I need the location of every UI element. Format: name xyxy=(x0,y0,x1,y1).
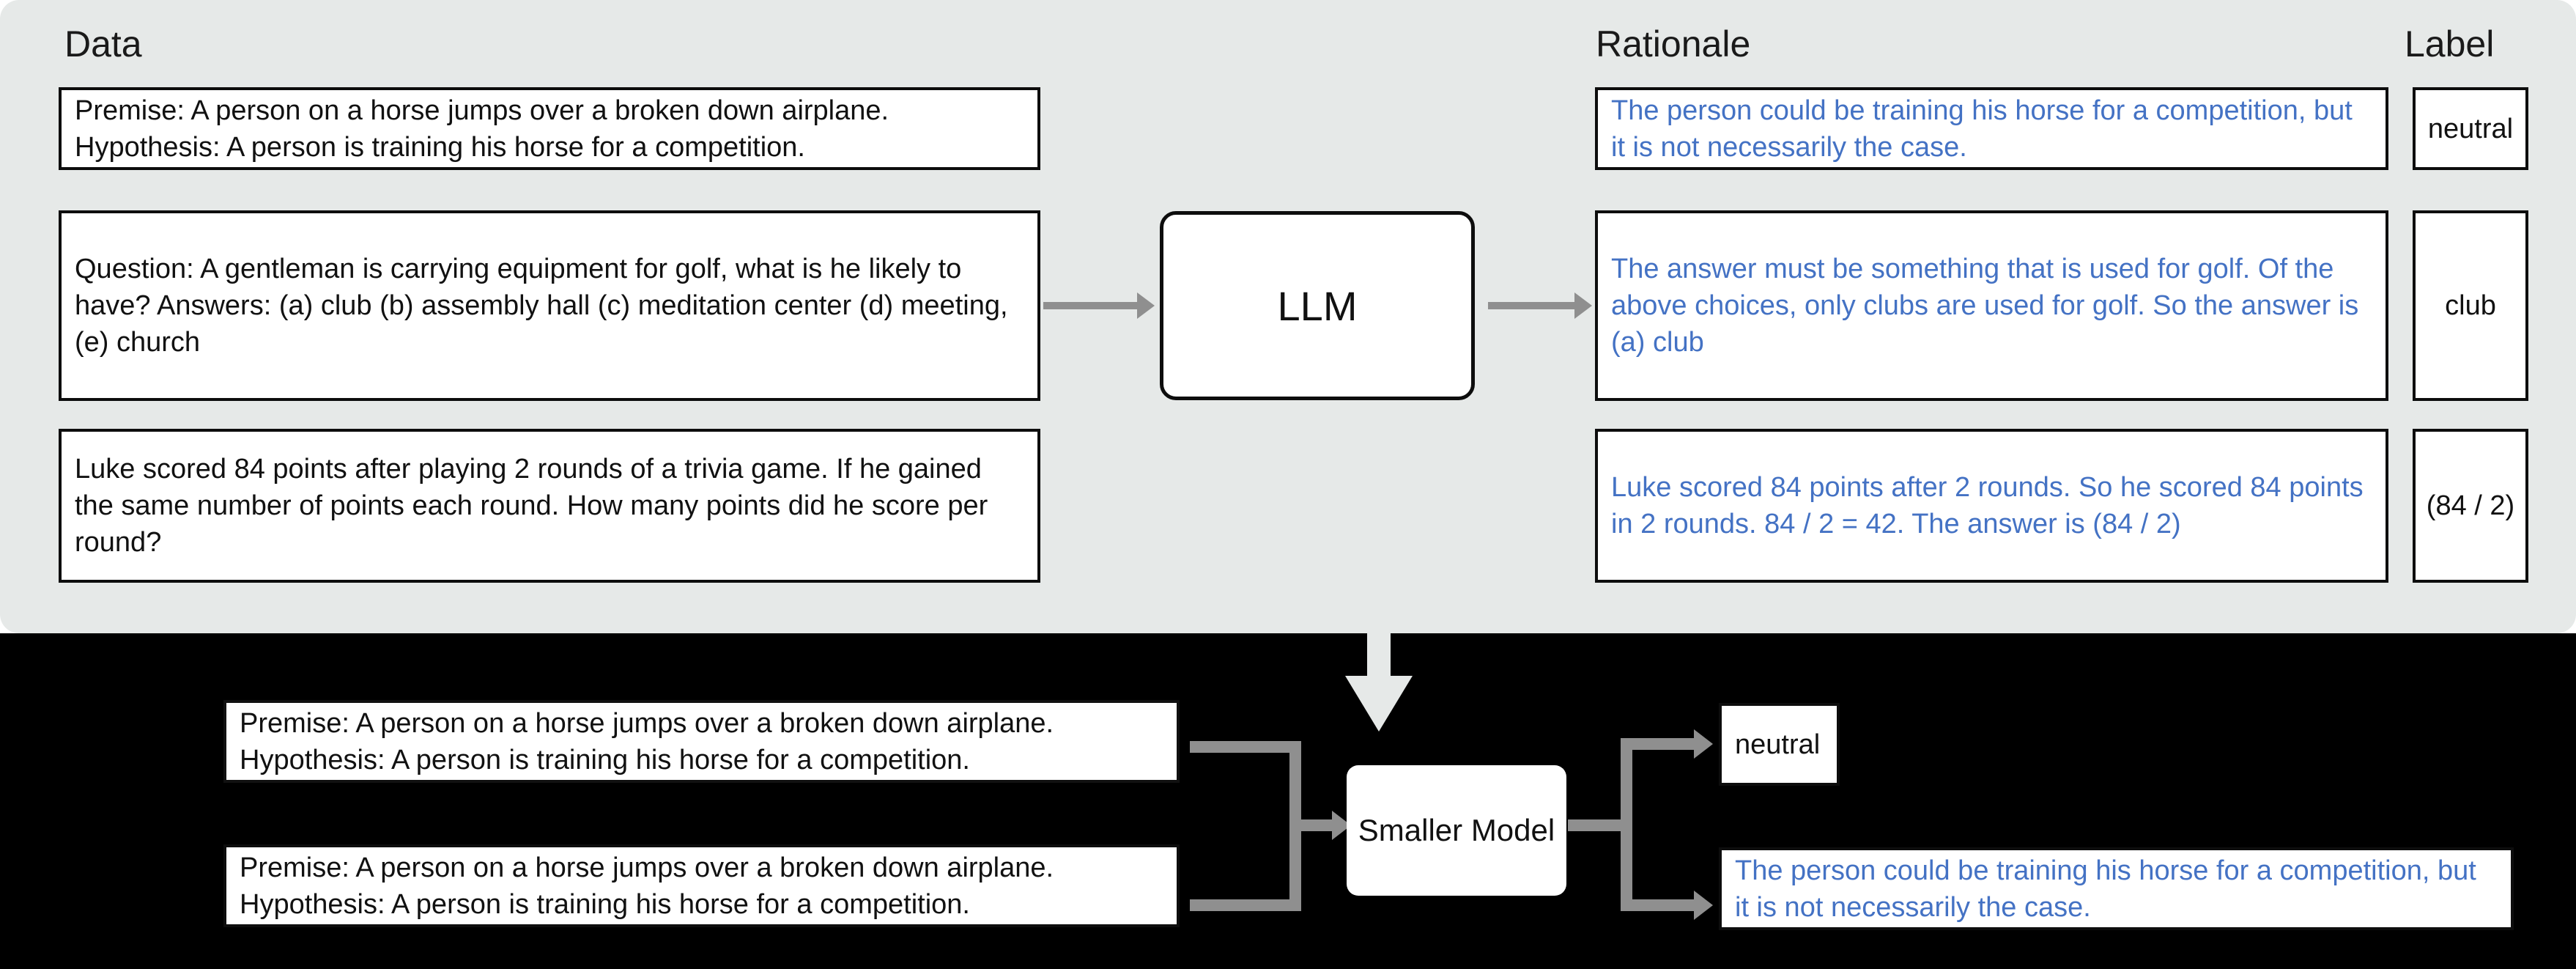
bottom-output-rationale-text: The person could be training his horse f… xyxy=(1735,855,2476,923)
connector-line xyxy=(1190,899,1301,911)
label-text: (84 / 2) xyxy=(2426,490,2515,521)
arrow-down-icon xyxy=(1345,605,1413,732)
llm-node: LLM xyxy=(1160,211,1475,400)
column-heading-data: Data xyxy=(64,23,142,65)
rationale-text: The person could be training his horse f… xyxy=(1611,95,2353,163)
rationale-text: Luke scored 84 points after 2 rounds. So… xyxy=(1611,472,2364,539)
rationale-box: The person could be training his horse f… xyxy=(1595,87,2388,170)
bottom-output-rationale-box: The person could be training his horse f… xyxy=(1719,847,2514,930)
arrow-right-icon xyxy=(1043,292,1155,319)
connector-line xyxy=(1289,819,1335,831)
connector-line xyxy=(1621,738,1701,750)
connector-line xyxy=(1621,899,1701,911)
smaller-model-node: Smaller Model xyxy=(1347,765,1566,896)
connector-line xyxy=(1190,741,1301,753)
smaller-model-node-label: Smaller Model xyxy=(1358,813,1555,847)
data-example-text: Question: A gentleman is carrying equipm… xyxy=(75,254,1008,358)
label-box: neutral xyxy=(2413,87,2528,170)
arrow-right-icon xyxy=(1694,729,1713,759)
data-example-box: Question: A gentleman is carrying equipm… xyxy=(59,210,1040,401)
label-box: club xyxy=(2413,210,2528,401)
label-text: neutral xyxy=(2427,113,2514,144)
arrow-right-icon xyxy=(1694,891,1713,920)
rationale-box: The answer must be something that is use… xyxy=(1595,210,2388,401)
bottom-input-box: Premise: A person on a horse jumps over … xyxy=(223,700,1180,783)
bottom-input-box: Premise: A person on a horse jumps over … xyxy=(223,844,1180,927)
connector-line xyxy=(1621,738,1632,911)
connector-line xyxy=(1568,819,1631,831)
label-text: club xyxy=(2445,290,2496,321)
rationale-text: The answer must be something that is use… xyxy=(1611,254,2359,358)
bottom-input-text: Premise: A person on a horse jumps over … xyxy=(240,852,1054,920)
rationale-box: Luke scored 84 points after 2 rounds. So… xyxy=(1595,429,2388,583)
column-heading-rationale: Rationale xyxy=(1596,23,1751,65)
bottom-input-text: Premise: A person on a horse jumps over … xyxy=(240,707,1054,775)
label-box: (84 / 2) xyxy=(2413,429,2528,583)
bottom-output-label-box: neutral xyxy=(1719,703,1840,786)
data-example-box: Luke scored 84 points after playing 2 ro… xyxy=(59,429,1040,583)
arrow-right-icon xyxy=(1488,292,1592,319)
data-example-text: Luke scored 84 points after playing 2 ro… xyxy=(75,454,988,558)
data-example-box: Premise: A person on a horse jumps over … xyxy=(59,87,1040,170)
llm-node-label: LLM xyxy=(1277,282,1358,329)
bottom-output-label-text: neutral xyxy=(1735,729,1821,760)
column-heading-label: Label xyxy=(2405,23,2495,65)
data-example-text: Premise: A person on a horse jumps over … xyxy=(75,95,889,163)
